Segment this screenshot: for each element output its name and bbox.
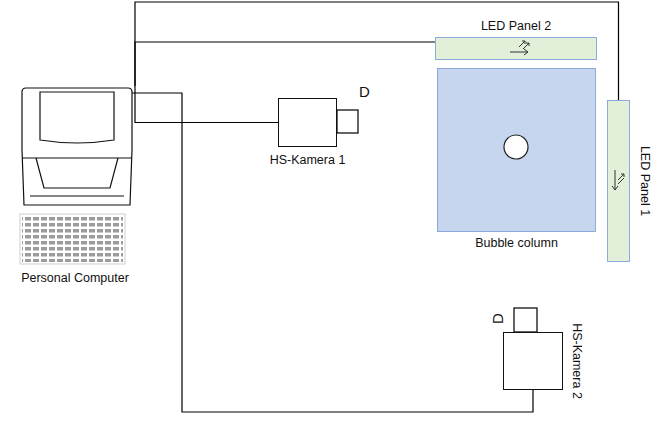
bubble-column: Bubble column: [437, 68, 596, 232]
node-label: LED Panel 1: [637, 146, 651, 216]
camera-lens: [514, 308, 537, 332]
personal-computer: Personal Computer: [14, 86, 136, 264]
light-symbol: [510, 41, 529, 55]
node-label: HS-Kamera 1: [270, 154, 346, 168]
cable: [135, 42, 435, 86]
lens-label: D: [490, 313, 505, 324]
camera-body: HS-Kamera 2: [503, 332, 563, 390]
camera-body: HS-Kamera 1: [278, 98, 337, 147]
bubble: [504, 135, 528, 159]
node-label: Bubble column: [475, 237, 558, 251]
lens-label: D: [359, 84, 370, 99]
keyboard: [20, 214, 125, 264]
node-label: LED Panel 2: [481, 20, 551, 34]
cable: [135, 86, 278, 123]
node-label: Personal Computer: [21, 272, 129, 286]
led-panel: LED Panel 2: [435, 37, 597, 60]
computer-illustration: [22, 88, 132, 205]
node-label: HS-Kamera 2: [569, 323, 583, 399]
led-panel: LED Panel 1: [607, 100, 630, 262]
light-symbol: [612, 170, 624, 190]
keyboard-keys: [22, 216, 123, 262]
camera-lens: [337, 110, 358, 133]
